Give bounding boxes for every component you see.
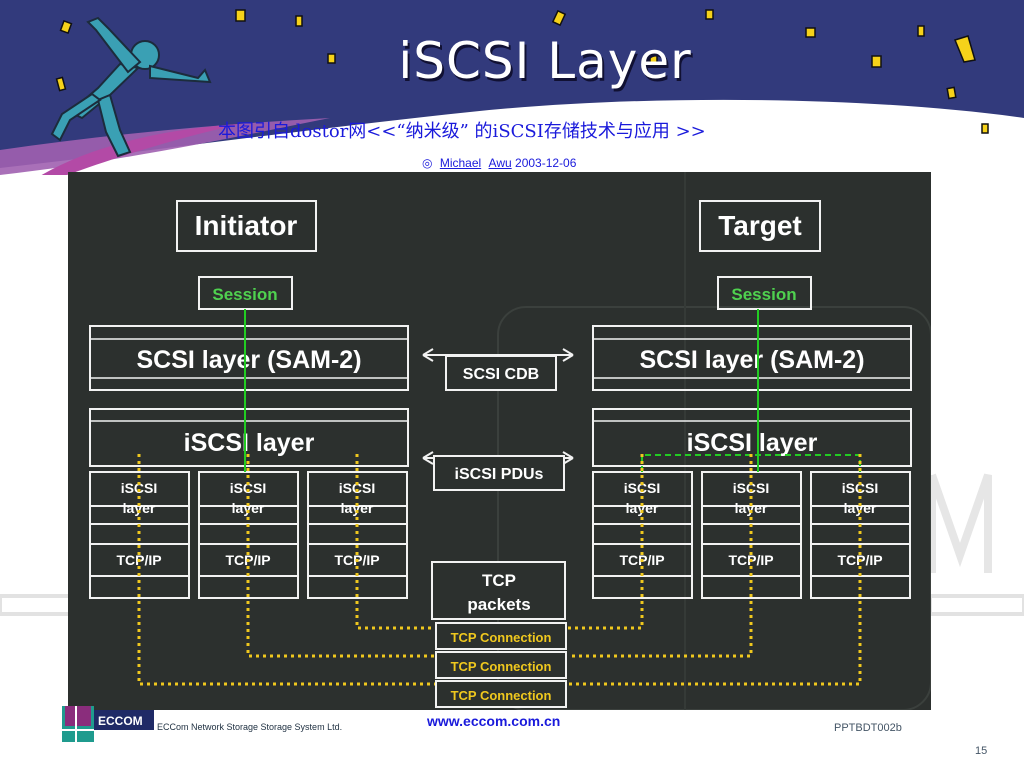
tcp-packets-label-line2: packets <box>467 595 530 614</box>
slide-subtitle: 本图引自dostor网<<“纳米级” 的iSCSI存储技术与应用 >> <box>218 121 706 142</box>
session-label-initiator: Session <box>212 285 277 304</box>
sub-layer-label: layer <box>626 500 659 516</box>
target-label: Target <box>718 210 802 241</box>
author-credit: ◎ Michael Awu 2003-12-06 <box>422 156 576 170</box>
scsi-layer-target: SCSI layer (SAM-2) <box>639 346 864 374</box>
tcp-connection-paths <box>137 454 862 686</box>
page-number: 15 <box>975 745 988 757</box>
iscsi-pdus-label: iSCSI PDUs <box>455 466 544 483</box>
sub-layer-label: layer <box>844 500 877 516</box>
tcp-connection-label: TCP Connection <box>451 688 552 703</box>
dancer-figure-icon <box>50 16 212 158</box>
website-link[interactable]: www.eccom.com.cn <box>427 713 561 729</box>
credit-last-name[interactable]: Awu <box>488 156 512 170</box>
sub-iscsi-label: iSCSI <box>339 480 376 496</box>
sub-iscsi-label: iSCSI <box>842 480 879 496</box>
scsi-layer-initiator: SCSI layer (SAM-2) <box>136 346 361 374</box>
slide-title: iSCSI Layer <box>398 32 692 90</box>
iscsi-layer-target: iSCSI layer <box>687 429 818 457</box>
logo-text: ECCOM <box>98 714 143 728</box>
sub-iscsi-label: iSCSI <box>733 480 770 496</box>
company-name: ECCom Network Storage Storage System Ltd… <box>157 722 343 732</box>
document-code: PPTBDT002b <box>834 722 902 734</box>
confetti-decoration <box>55 9 989 134</box>
tcp-connection-label: TCP Connection <box>451 630 552 645</box>
eccom-logo: ECCOM <box>62 706 154 742</box>
sub-iscsi-label: iSCSI <box>230 480 267 496</box>
iscsi-layer-initiator: iSCSI layer <box>184 429 315 457</box>
sub-iscsi-label: iSCSI <box>624 480 661 496</box>
scsi-cdb-label: SCSI CDB <box>463 366 539 383</box>
sub-layer-label: layer <box>123 500 156 516</box>
credit-symbol: ◎ <box>422 156 433 170</box>
tcp-connection-label: TCP Connection <box>451 659 552 674</box>
sub-layer-label: layer <box>232 500 265 516</box>
sub-layer-label: layer <box>341 500 374 516</box>
session-label-target: Session <box>731 285 796 304</box>
tcp-packets-label-line1: TCP <box>482 571 516 590</box>
credit-date: 2003-12-06 <box>515 156 577 170</box>
sub-iscsi-label: iSCSI <box>121 480 158 496</box>
credit-first-name[interactable]: Michael <box>439 156 482 170</box>
watermark-letter <box>930 473 992 573</box>
initiator-label: Initiator <box>195 210 298 241</box>
header-banner <box>0 0 1024 175</box>
sub-layer-label: layer <box>735 500 768 516</box>
iscsi-architecture-diagram: Initiator Target Session Session SCSI la… <box>68 172 931 710</box>
